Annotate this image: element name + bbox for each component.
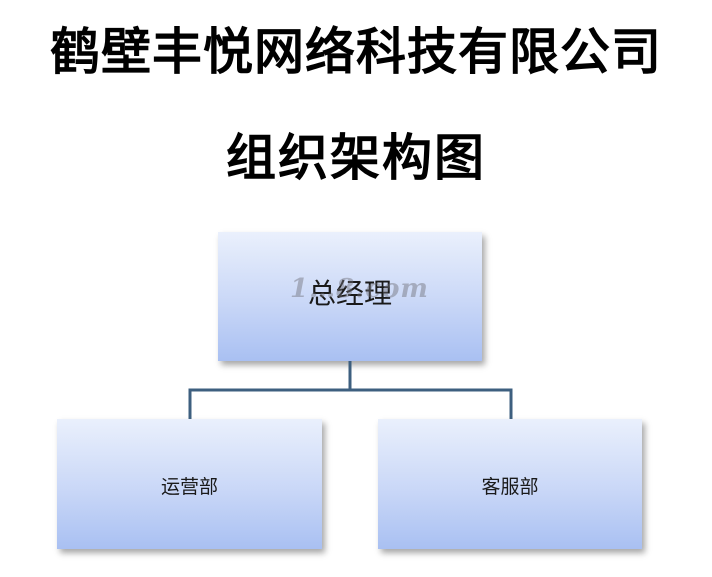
org-node-operations: 运营部 (57, 419, 322, 549)
company-title: 鹤壁丰悦网络科技有限公司 (50, 23, 662, 81)
chart-title: 组织架构图 (226, 129, 486, 187)
org-node-label: 客服部 (481, 475, 539, 498)
org-node-label: 总经理 (307, 276, 392, 310)
org-node-general-manager: 总经理 (218, 232, 482, 361)
org-node-customer-service: 客服部 (378, 419, 642, 549)
org-node-label: 运营部 (160, 475, 218, 498)
